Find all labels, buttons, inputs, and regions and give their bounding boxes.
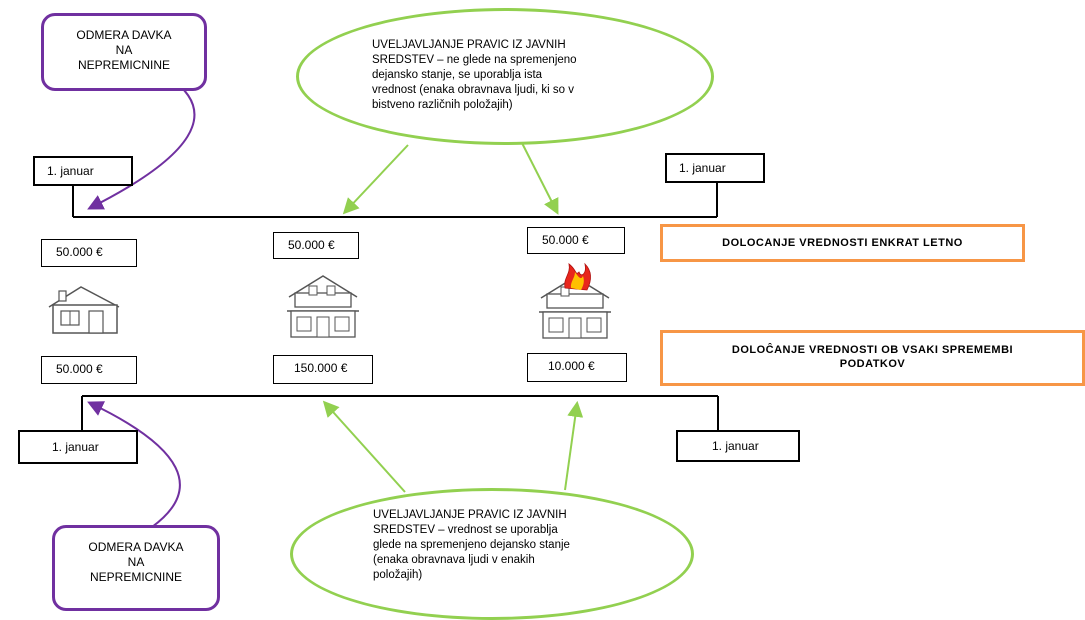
value-top-3: 50.000 €	[527, 227, 625, 254]
date-top-left: 1. januar	[33, 156, 133, 186]
bottom-green-arrow-right	[564, 400, 584, 491]
value-bottom-3: 10.000 €	[527, 353, 627, 382]
small-house-icon	[48, 286, 120, 334]
two-storey-house-icon	[287, 275, 359, 338]
date-top-right: 1. januar	[665, 153, 765, 183]
date-bottom-right: 1. januar	[676, 430, 800, 462]
method-on-change-box: DOLOĈANJE VREDNOSTI OB VSAKI SPREMEMBI P…	[660, 330, 1085, 386]
top-green-arrow-right	[521, 142, 559, 215]
burning-house-icon	[539, 262, 611, 339]
bottom-green-arrow-left	[322, 400, 406, 493]
rights-ellipse-top-text: UVELJAVLJANJE PRAVIC IZ JAVNIH SREDSTEV …	[372, 39, 577, 111]
method-annual-box: DOLOCANJE VREDNOSTI ENKRAT LETNO	[660, 224, 1025, 262]
tax-assessment-box-top: ODMERA DAVKA NA NEPREMICNINE	[41, 13, 207, 91]
rights-ellipse-bottom-text: UVELJAVLJANJE PRAVIC IZ JAVNIH SREDSTEV …	[373, 509, 570, 581]
top-purple-arrow	[87, 77, 196, 210]
bottom-purple-arrow	[87, 401, 181, 528]
top-green-arrow-left	[342, 144, 409, 215]
tax-assessment-box-bottom: ODMERA DAVKA NA NEPREMICNINE	[52, 525, 220, 611]
value-top-2: 50.000 €	[273, 232, 359, 259]
rights-ellipse-top	[296, 8, 714, 145]
date-bottom-left: 1. januar	[18, 430, 138, 464]
value-top-1: 50.000 €	[41, 239, 137, 267]
value-bottom-2: 150.000 €	[273, 355, 373, 384]
value-bottom-1: 50.000 €	[41, 356, 137, 384]
